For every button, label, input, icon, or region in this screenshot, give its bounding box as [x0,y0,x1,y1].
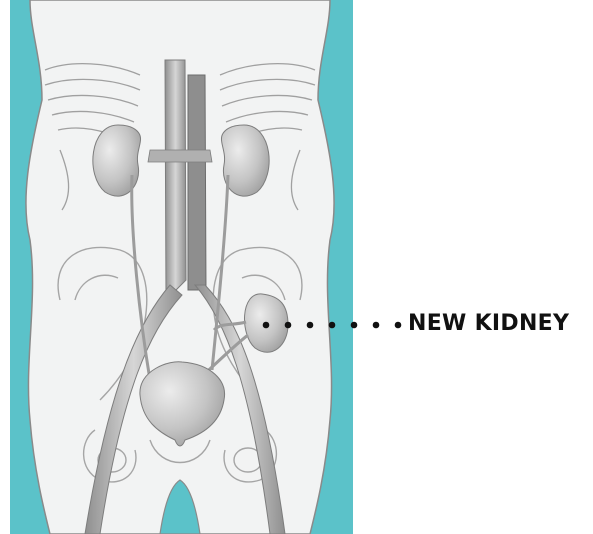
new-kidney-label: NEW KIDNEY [408,311,569,336]
